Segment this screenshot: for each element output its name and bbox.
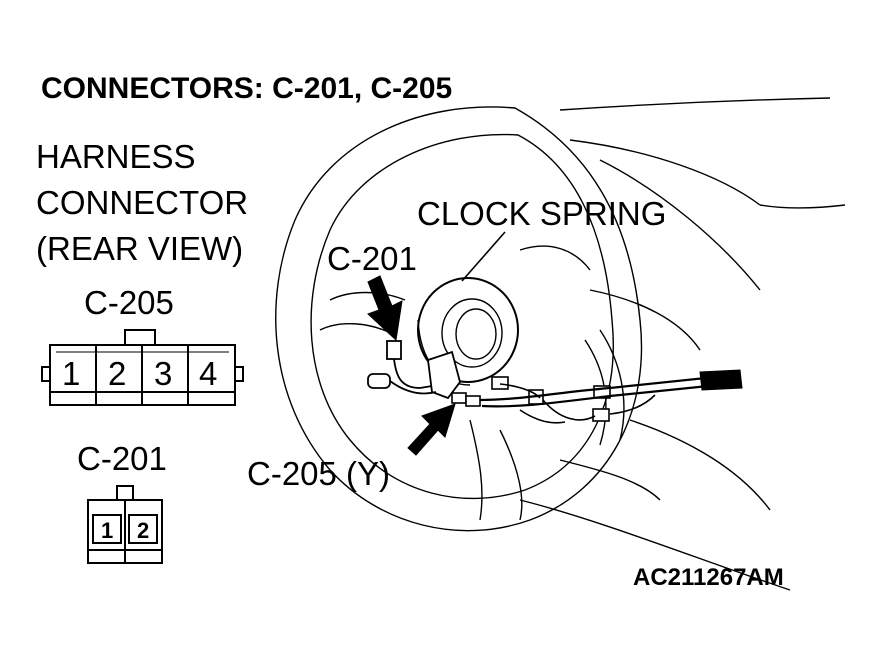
wire-harness: [479, 374, 726, 402]
c201-callout: C-201: [327, 240, 417, 277]
steering-wheel-rim: [275, 106, 643, 532]
c201-connector-label: C-201: [77, 440, 167, 477]
column-cover: [599, 329, 625, 441]
reference-code: AC211267AM: [633, 564, 784, 591]
clock-spring-connector-housing: [427, 350, 461, 400]
steering-wheel-inner-rim: [310, 133, 614, 500]
c205-pin-2: 2: [108, 355, 127, 392]
diagram-title: CONNECTORS: C-201, C-205: [41, 72, 453, 105]
dashboard-line: [519, 499, 791, 591]
dashboard-line: [559, 459, 661, 501]
c205-connector-part: [451, 392, 467, 404]
steering-spoke: [469, 419, 483, 521]
clock-spring-callout: CLOCK SPRING: [417, 195, 667, 232]
dashboard-line: [559, 97, 831, 111]
c201-arrow-icon: [367, 275, 403, 342]
clock-spring-leader: [461, 231, 506, 282]
c201-latch: [116, 485, 134, 501]
dashboard-line: [599, 159, 761, 291]
harness-connector: [592, 408, 610, 422]
c205-latch: [124, 329, 156, 347]
c201-connector-face: [87, 485, 163, 564]
cylinder-wire: [389, 380, 437, 395]
c205-connector-face: [41, 329, 244, 406]
dashboard-line: [629, 419, 771, 511]
wire-harness: [519, 409, 566, 424]
wire-harness: [609, 394, 656, 415]
harness-label-line1: HARNESS: [36, 138, 196, 175]
dashboard-line: [569, 139, 761, 206]
clock-spring-hole: [455, 308, 497, 360]
wire-harness: [542, 399, 596, 421]
harness-label-line3: (REAR VIEW): [36, 230, 244, 267]
c205-connector-label: C-205: [84, 284, 174, 321]
harness-connector: [491, 376, 509, 390]
c201-pin-box: [128, 514, 158, 544]
c201-pin-2: 2: [137, 518, 150, 543]
harness-label-line2: CONNECTOR: [36, 184, 249, 221]
wire-harness: [481, 382, 729, 408]
cylinder-connector: [367, 373, 391, 389]
c205-side-tab: [41, 366, 51, 382]
dashboard-line: [759, 204, 846, 209]
c205-pin-1: 1: [62, 355, 81, 392]
c205-connector-part: [465, 395, 481, 407]
steering-spoke: [329, 291, 406, 301]
dashboard-line: [589, 289, 701, 351]
c201-wire: [393, 358, 433, 389]
steering-spoke: [499, 429, 523, 521]
c205-arrow-icon: [407, 403, 456, 456]
steering-spoke: [519, 245, 591, 271]
c205-pin-3: 3: [154, 355, 173, 392]
c205-y-callout: C-205 (Y): [247, 455, 391, 492]
wire-harness: [499, 383, 541, 399]
c201-connector-part: [386, 340, 402, 360]
clock-spring-outer: [417, 277, 519, 383]
c201-pin-box: [92, 514, 122, 544]
clock-spring-ring: [441, 298, 503, 368]
harness-corrugated-end: [699, 369, 743, 391]
c201-pin-1: 1: [101, 518, 114, 543]
c205-side-tab: [234, 366, 244, 382]
c205-pin-4: 4: [199, 355, 218, 392]
